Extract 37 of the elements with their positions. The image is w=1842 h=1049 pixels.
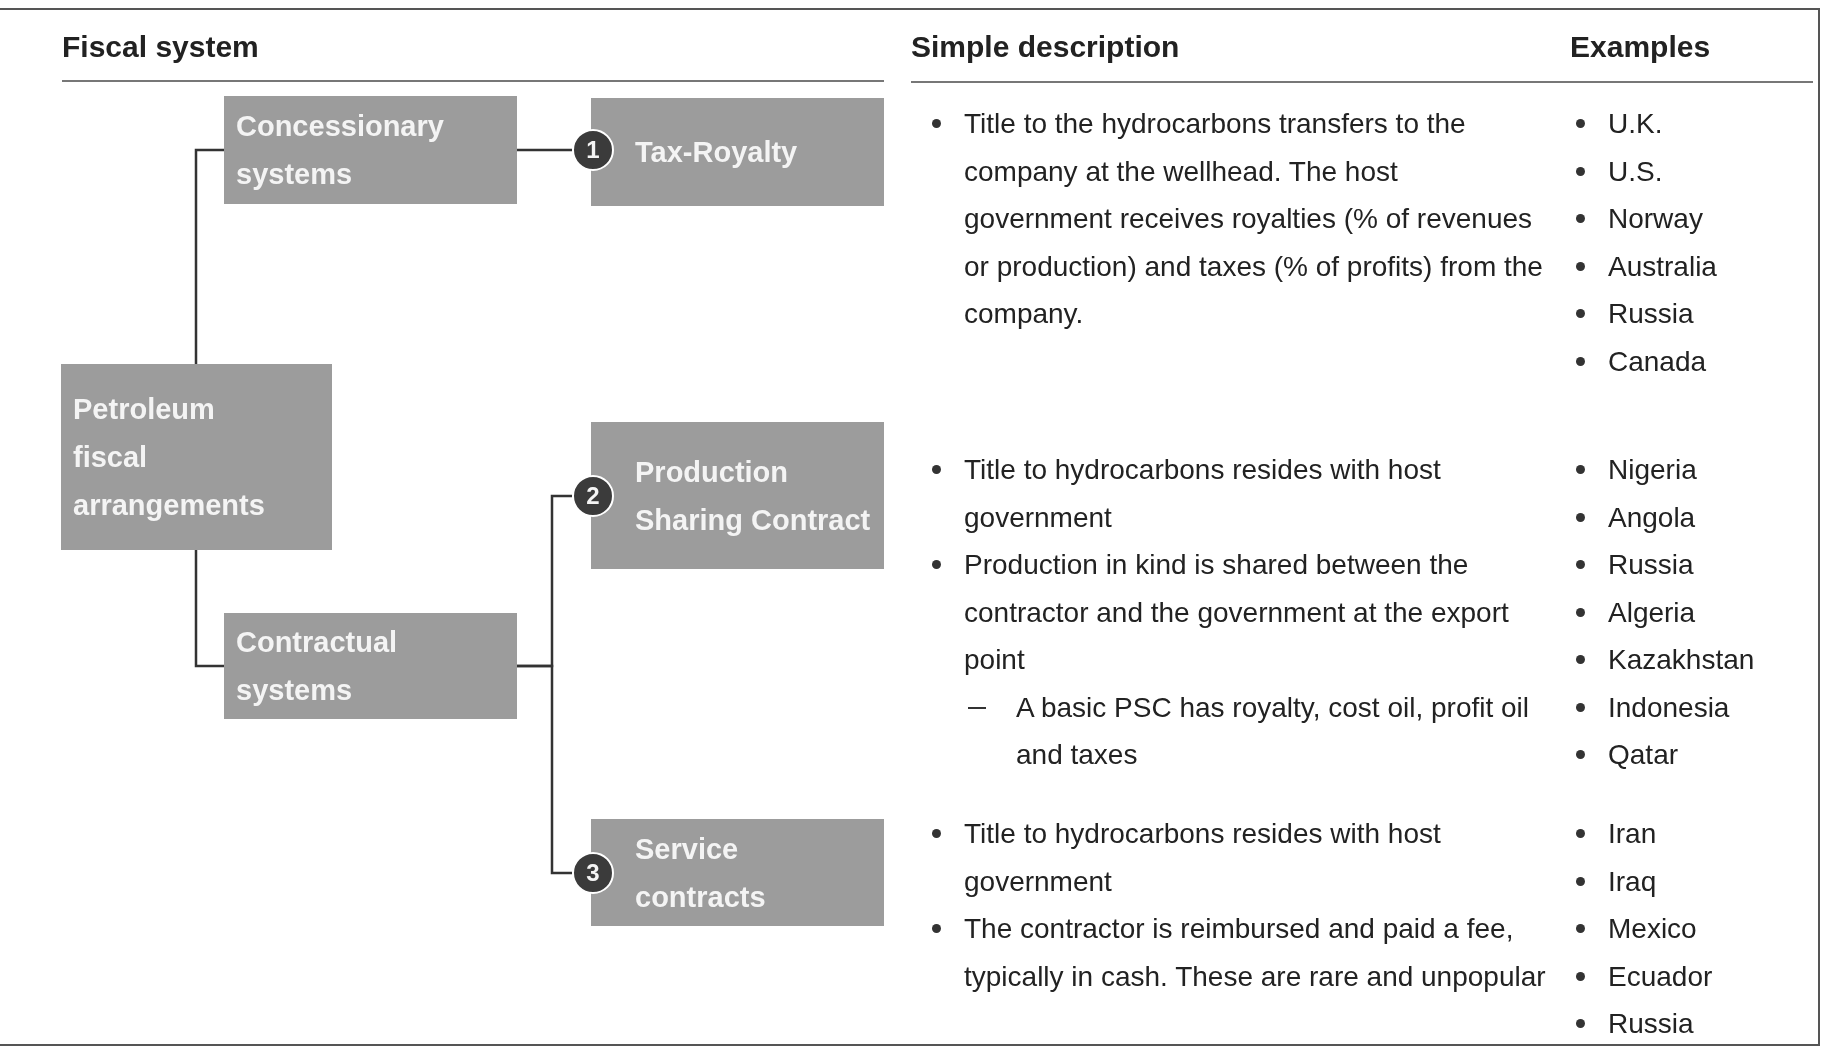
country-name: Iran	[1608, 818, 1657, 849]
country-name: Norway	[1608, 203, 1703, 234]
country-name: U.S.	[1608, 155, 1663, 187]
country-name: Nigeria	[1608, 454, 1697, 485]
connector-line	[194, 148, 224, 364]
connector-line	[194, 550, 224, 668]
connector-line	[517, 664, 572, 875]
description-text: Title to the hydrocarbons transfers to the company at the wellhead. The host government receives royalties (% of revenues or production) and taxes (% of profits) from the company.	[964, 108, 1543, 329]
description-text: The contractor is reimbursed and paid a fee, typically in cash. These are rare and unpopular	[964, 913, 1546, 992]
column-header: Simple description	[911, 30, 1180, 64]
country-name: Russia	[1608, 298, 1694, 329]
category-box: Petroleum fiscal arrangements	[61, 364, 332, 550]
country-name: U.K.	[1608, 108, 1663, 139]
number-badge: 1	[572, 129, 614, 171]
country-name: Angola	[1608, 501, 1696, 533]
description-text: A basic PSC has royalty, cost oil, profit oil and taxes	[1016, 691, 1530, 770]
description-text: Production in kind is shared between the contractor and the government at the export point	[964, 549, 1509, 675]
description-text: Title to hydrocarbons resides with host government	[964, 454, 1441, 533]
country-name: Qatar	[1608, 739, 1679, 770]
number-badge: 2	[572, 475, 614, 517]
country-name: Mexico	[1608, 913, 1697, 944]
category-box: Concessionary systems	[224, 96, 517, 204]
country-name: Australia	[1608, 250, 1717, 282]
connector-line	[517, 148, 572, 152]
number-badge: 3	[572, 852, 614, 894]
country-name: Russia	[1608, 1008, 1694, 1039]
country-name: Russia	[1608, 549, 1694, 580]
country-name: Indonesia	[1608, 691, 1730, 723]
column-header: Examples	[1570, 30, 1711, 64]
country-name: Kazakhstan	[1608, 644, 1755, 675]
category-box: Contractual systems	[224, 613, 517, 719]
country-name: Algeria	[1608, 596, 1696, 628]
country-name: Ecuador	[1608, 960, 1713, 992]
country-name: Canada	[1608, 345, 1707, 377]
country-name: Iraq	[1608, 865, 1657, 897]
column-header: Fiscal system	[62, 30, 259, 64]
description-text: Title to hydrocarbons resides with host government	[964, 818, 1441, 897]
